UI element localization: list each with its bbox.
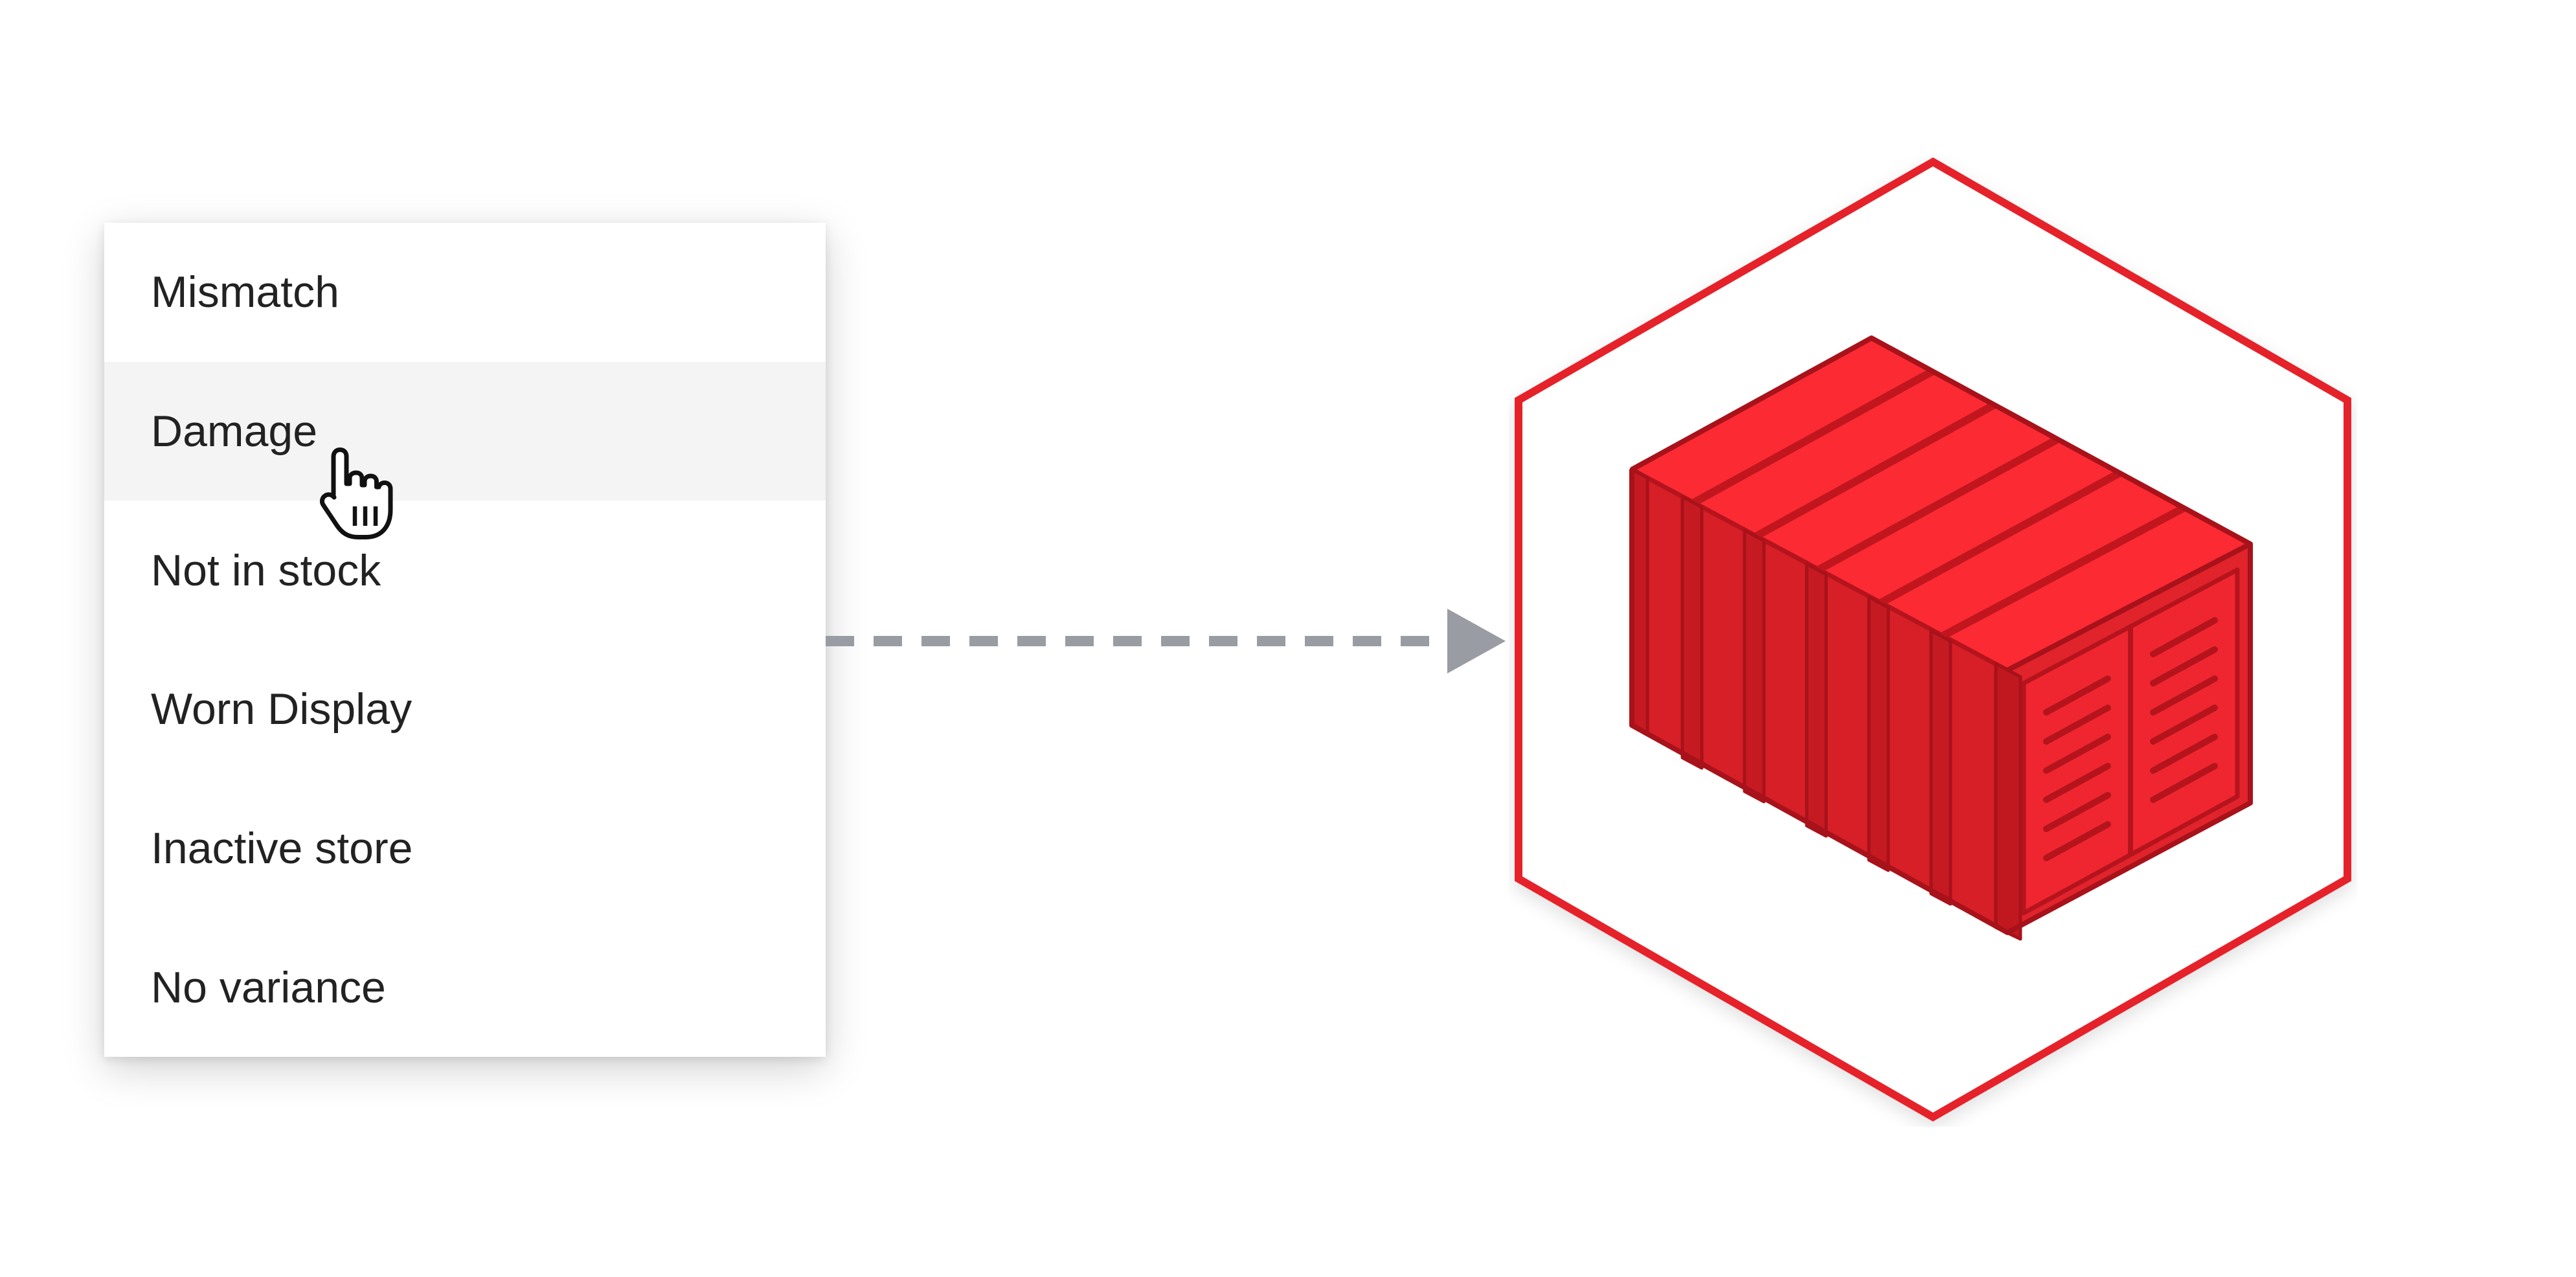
menu-item-label: Damage: [151, 406, 318, 456]
menu-item-mismatch[interactable]: Mismatch: [104, 223, 826, 362]
menu-item-label: Inactive store: [151, 823, 413, 873]
menu-item-inactive-store[interactable]: Inactive store: [104, 779, 826, 918]
menu-item-worn-display[interactable]: Worn Display: [104, 640, 826, 779]
menu-item-no-variance[interactable]: No variance: [104, 918, 826, 1057]
dropdown-menu: Mismatch Damage Not in stock Worn Displa…: [104, 223, 826, 1057]
menu-item-label: Not in stock: [151, 545, 381, 595]
menu-item-label: No variance: [151, 962, 386, 1012]
menu-item-label: Mismatch: [151, 267, 339, 317]
menu-item-damage[interactable]: Damage: [104, 361, 826, 501]
dashed-arrow-icon: [826, 609, 1506, 673]
menu-item-not-in-stock[interactable]: Not in stock: [104, 501, 826, 640]
shipping-container-badge: [1515, 157, 2351, 1122]
shipping-container-icon: [1629, 335, 2253, 941]
menu-item-label: Worn Display: [151, 684, 412, 734]
hand-pointer-icon: [319, 447, 393, 539]
